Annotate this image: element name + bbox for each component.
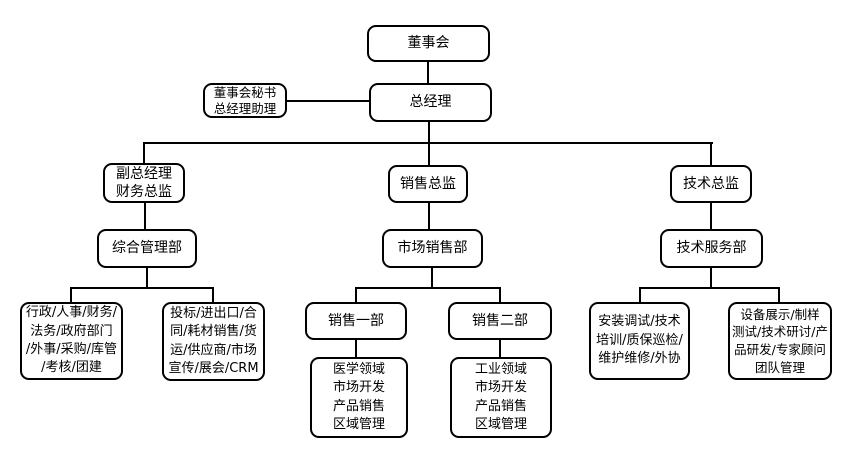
connector-gm-children-bus — [143, 142, 713, 144]
node-demo-duties: 设备展示/制样 测试/技术研讨/产 品研发/专家顾问 团队管理 — [728, 302, 832, 380]
node-install-duties: 安装调试/技术 培训/质保巡检/ 维护维修/外协 — [589, 302, 690, 380]
node-sales-dept-1: 销售一部 — [305, 302, 407, 340]
node-general-admin-dept: 综合管理部 — [97, 229, 197, 268]
connector-gm-sales-director — [428, 122, 430, 166]
connector-sales1-medical — [355, 340, 357, 357]
node-deputy-gm-cfo: 副总经理 财务总监 — [103, 163, 185, 203]
node-medical-duties: 医学领域 市场开发 产品销售 区域管理 — [310, 357, 408, 438]
connector-general-admin-stem — [146, 268, 148, 288]
connector-deputy-general-admin — [144, 203, 146, 229]
node-board-secretary: 董事会秘书 总经理助理 — [203, 83, 287, 118]
connector-gm-tech-director — [710, 142, 712, 165]
connector-secretary-gm — [287, 100, 369, 102]
node-tech-director: 技术总监 — [670, 165, 752, 203]
node-bidding-duties: 投标/进出口/合 同/耗材销售/货 运/供应商/市场 宣传/展会/CRM — [162, 302, 265, 381]
node-admin-duties: 行政/人事/财务/ 法务/政府部门 /外事/采购/库管 /考核/团建 — [20, 302, 123, 380]
connector-drop-admin-duties — [70, 287, 72, 302]
connector-techdir-tech-service — [710, 203, 712, 229]
connector-sales2-industrial — [499, 340, 501, 357]
connector-general-admin-bus — [70, 287, 214, 289]
node-general-manager: 总经理 — [369, 83, 492, 122]
node-sales-director: 销售总监 — [388, 165, 468, 203]
node-tech-service-dept: 技术服务部 — [660, 229, 763, 268]
connector-marketing-stem — [431, 268, 433, 288]
connector-tech-service-bus — [639, 287, 780, 289]
node-marketing-sales-dept: 市场销售部 — [382, 229, 483, 268]
connector-gm-deputy-gm — [143, 142, 145, 163]
node-sales-dept-2: 销售二部 — [448, 302, 552, 340]
connector-salesdir-marketing — [428, 203, 430, 229]
connector-drop-bidding-duties — [212, 287, 214, 302]
connector-drop-install-duties — [639, 287, 641, 302]
connector-drop-demo-duties — [778, 287, 780, 302]
connector-drop-sales-dept-1 — [355, 287, 357, 302]
node-industrial-duties: 工业领域 市场开发 产品销售 区域管理 — [450, 357, 552, 438]
node-board-of-directors: 董事会 — [367, 25, 490, 62]
connector-drop-sales-dept-2 — [499, 287, 501, 302]
connector-marketing-bus — [355, 287, 501, 289]
connector-board-gm — [427, 62, 429, 83]
connector-tech-service-stem — [710, 268, 712, 288]
